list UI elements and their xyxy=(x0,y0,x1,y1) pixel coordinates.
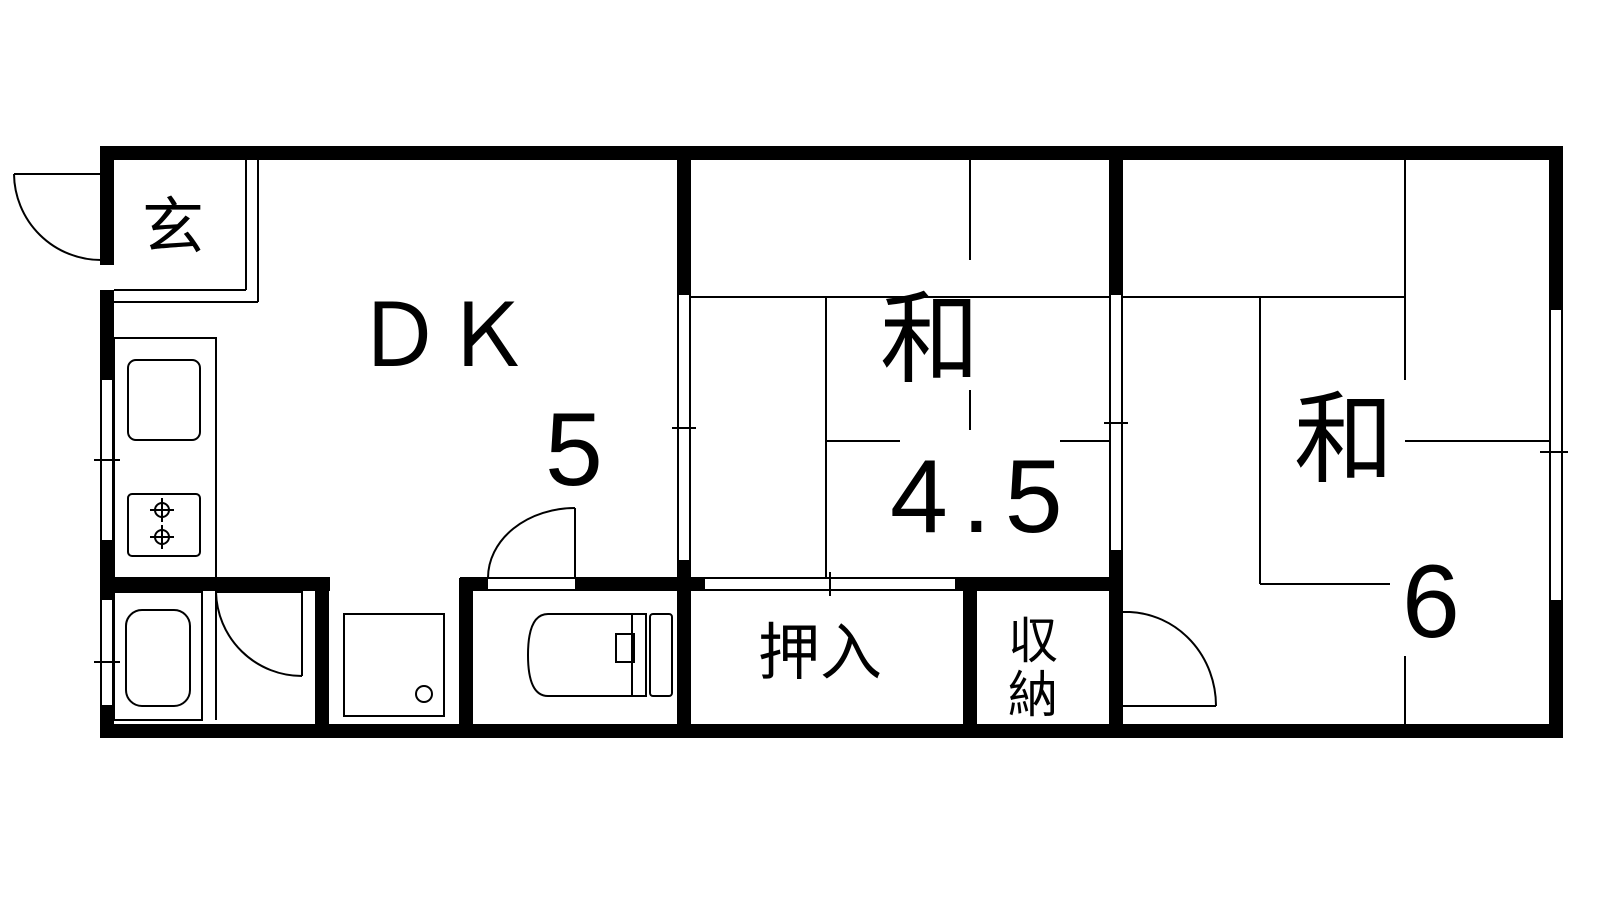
washitsu-6-name-label: 和 xyxy=(1294,381,1394,498)
kitchen-counter xyxy=(113,337,217,579)
tatami-lines-45 xyxy=(690,160,1109,578)
shuno-label-bottom: 納 xyxy=(1008,666,1058,724)
oshiire-label: 押入 xyxy=(758,616,883,689)
window-lines xyxy=(94,295,1568,705)
closet-door xyxy=(1121,611,1218,707)
bathtub xyxy=(113,591,203,721)
washitsu-6-size-label: 6 xyxy=(1402,544,1460,660)
washitsu-45-size-label: 4.5 xyxy=(890,439,1077,555)
entry-door xyxy=(13,173,102,261)
genkan-outline xyxy=(114,160,259,303)
washitsu-45-name-label: 和 xyxy=(880,281,980,398)
interior-walls xyxy=(107,146,1123,738)
tatami-lines-6 xyxy=(1122,160,1549,724)
washing-machine xyxy=(343,613,445,717)
dk-size-label: 5 xyxy=(545,392,603,508)
dk-name-label: ＤＫ xyxy=(355,284,532,387)
exterior-walls xyxy=(100,146,1563,738)
toilet-door xyxy=(487,507,576,579)
toilet xyxy=(526,613,673,697)
shuno-label-top: 収 xyxy=(1008,612,1058,670)
genkan-label: 玄 xyxy=(142,190,205,263)
bath-door xyxy=(215,578,303,720)
